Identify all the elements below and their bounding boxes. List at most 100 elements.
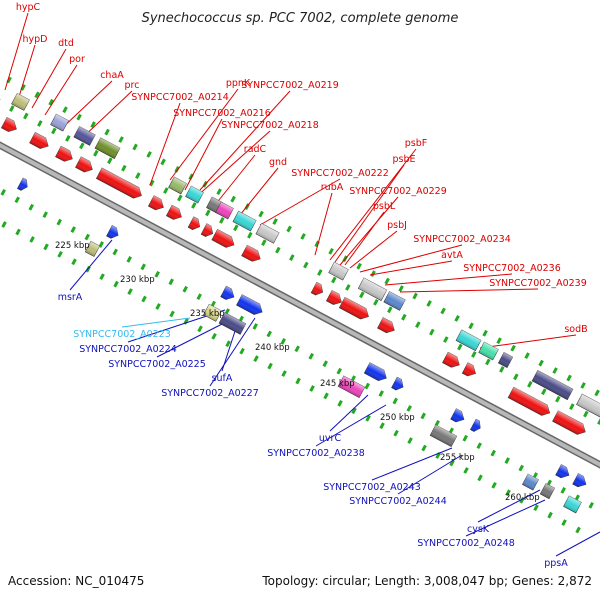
track-dot [379, 422, 385, 430]
gene-label[interactable]: radC [244, 144, 267, 155]
gene-label[interactable]: prc [125, 80, 140, 91]
gene-feature [450, 408, 465, 423]
track-dot [359, 291, 365, 299]
gene-label[interactable]: msrA [58, 292, 83, 303]
gene-label[interactable]: ppnK [226, 78, 251, 89]
track-dot [93, 149, 99, 157]
gene-feature [310, 281, 324, 296]
gene-label[interactable]: SYNPCC7002_A0243 [323, 482, 421, 493]
gene-label[interactable]: psbF [405, 138, 427, 149]
gene-feature [203, 303, 222, 322]
gene-feature [168, 176, 187, 195]
gene-feature [555, 464, 570, 479]
track-dot [443, 336, 449, 343]
gene-label[interactable]: SYNPCC7002_A0223 [73, 329, 171, 340]
gene-label[interactable]: ppsA [544, 558, 568, 569]
track-dot [1, 221, 7, 228]
gene-label[interactable]: gnd [269, 157, 287, 168]
track-dot [420, 412, 426, 420]
accession-text: Accession: NC_010475 [8, 574, 144, 588]
track-dot [331, 276, 337, 284]
gene-label[interactable]: rubA [321, 182, 344, 193]
gene-label[interactable]: psbL [373, 201, 396, 212]
track-dot [454, 315, 460, 322]
gene-label[interactable]: SYNPCC7002_A0225 [108, 359, 206, 370]
track-dot [104, 128, 110, 136]
track-dot [560, 487, 566, 494]
track-dot [9, 105, 15, 112]
kbp-tick-label: 255 kbp [440, 453, 475, 463]
gene-label[interactable]: uvrC [319, 433, 342, 444]
track-dot [300, 233, 306, 240]
track-dot [258, 210, 264, 218]
gene-label[interactable]: sodB [564, 324, 587, 335]
track-dot [37, 120, 43, 127]
gene-label[interactable]: chaA [100, 70, 124, 81]
track-dot [160, 158, 166, 166]
gene-label[interactable]: cysK [467, 524, 490, 535]
track-dot [252, 323, 258, 330]
label-leader-line [477, 489, 541, 523]
gene-label[interactable]: SYNPCC7002_A0239 [489, 278, 587, 289]
label-leader-line [214, 154, 256, 206]
track-dot [482, 329, 488, 337]
track-dot [505, 489, 511, 497]
gene-feature [106, 225, 119, 239]
label-leader-line [31, 48, 67, 109]
gene-feature [442, 351, 460, 368]
track-dot [401, 313, 407, 321]
label-leader-line [184, 118, 223, 191]
gene-label[interactable]: sufA [212, 373, 233, 384]
track-dot [196, 293, 202, 301]
gene-feature [383, 291, 406, 311]
gene-label[interactable]: SYNPCC7002_A0219 [241, 80, 339, 91]
track-dot [356, 262, 362, 270]
label-leader-line [344, 211, 385, 266]
gene-label[interactable]: SYNPCC7002_A0244 [349, 496, 447, 507]
track-dot [233, 224, 239, 232]
gene-label[interactable]: avtA [441, 250, 463, 261]
gene-label[interactable]: SYNPCC7002_A0236 [463, 263, 561, 274]
track-dot [513, 373, 519, 381]
gene-feature [497, 352, 514, 369]
track-dot [57, 250, 63, 258]
track-dot [239, 347, 245, 355]
gene-label[interactable]: SYNPCC7002_A0227 [161, 388, 259, 399]
gene-label[interactable]: SYNPCC7002_A0234 [413, 234, 511, 245]
gene-feature [429, 424, 458, 448]
label-leader-line [156, 319, 231, 358]
track-dot [463, 467, 469, 474]
gene-label[interactable]: SYNPCC7002_A0218 [221, 120, 319, 131]
gene-label[interactable]: SYNPCC7002_A0229 [349, 186, 447, 197]
kbp-tick-label: 230 kbp [120, 275, 155, 285]
track-dot [99, 273, 105, 281]
track-dot [303, 261, 309, 269]
gene-feature [576, 393, 600, 420]
gene-label[interactable]: hypC [16, 2, 41, 13]
label-leader-line [479, 334, 577, 349]
track-dot [308, 352, 314, 360]
track-dot [126, 256, 132, 263]
track-dot [317, 269, 323, 276]
track-dot [406, 405, 412, 412]
gene-label[interactable]: psbE [392, 154, 415, 165]
gene-label[interactable]: SYNPCC7002_A0248 [417, 538, 515, 549]
gene-label[interactable]: dtd [58, 38, 74, 49]
track-dot [289, 254, 295, 261]
track-dot [65, 135, 71, 142]
track-dot [491, 481, 497, 489]
gene-label[interactable]: SYNPCC7002_A0238 [267, 448, 365, 459]
track-dot [56, 218, 62, 226]
label-leader-line [369, 260, 453, 276]
gene-label[interactable]: SYNPCC7002_A0214 [131, 92, 229, 103]
gene-label[interactable]: SYNPCC7002_A0222 [291, 168, 389, 179]
label-leader-line [334, 164, 405, 263]
label-leader-line [199, 90, 291, 191]
track-dot [90, 121, 96, 128]
gene-label[interactable]: por [69, 54, 85, 65]
gene-label[interactable]: hypD [23, 34, 48, 45]
track-dot [337, 400, 343, 407]
gene-label[interactable]: SYNPCC7002_A0224 [79, 344, 177, 355]
gene-label[interactable]: SYNPCC7002_A0216 [173, 108, 271, 119]
gene-label[interactable]: psbJ [387, 220, 407, 231]
